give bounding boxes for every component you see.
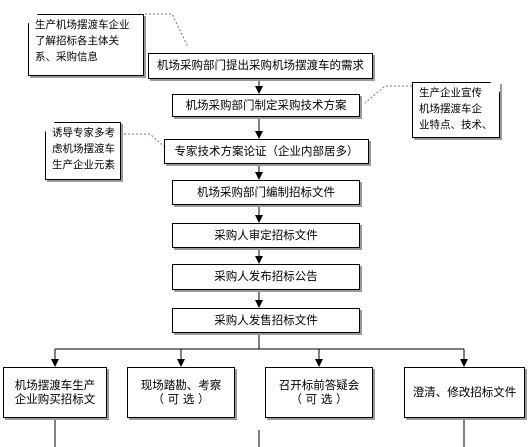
branch-line: 机场摆渡车生产 — [14, 377, 96, 392]
branch-line: （ 可 选 ） — [152, 391, 210, 406]
branch-buy-tender-docs: 机场摆渡车生产 企业购买招标文 — [3, 367, 107, 418]
note-line: 生产企业宣传 — [419, 87, 482, 99]
step-technical-plan: 机场采购部门制定采购技术方案 — [172, 94, 360, 117]
branch-line: （ 可 选 ） — [290, 391, 348, 406]
step-sell-tender-docs: 采购人发售招标文件 — [172, 308, 360, 333]
step-approve-tender-docs: 采购人审定招标文件 — [172, 223, 360, 248]
note-line: 诱导专家多考 — [52, 127, 115, 139]
note-line: 系、采购信息 — [35, 50, 98, 63]
step-publish-announcement: 采购人发布招标公告 — [172, 264, 360, 290]
note-line: 了解招标各主体关 — [35, 34, 119, 47]
note-line: 机场摆渡车企 — [419, 102, 482, 115]
note-left-top: 生产机场摆渡车企业 了解招标各主体关 系、采购信息 — [28, 14, 144, 76]
step-expert-review: 专家技术方案论证（企业内部居多） — [164, 139, 369, 164]
branch-line: 现场踏勘、考察 — [140, 377, 222, 392]
branch-line: 澄清、修改招标文件 — [412, 384, 517, 399]
branch-pre-bid-meeting: 召开标前答疑会 （ 可 选 ） — [265, 367, 373, 418]
note-line: 生产企业元素 — [52, 158, 115, 171]
note-right: 生产企业宣传 机场摆渡车企 业特点、技术、 — [412, 82, 500, 138]
note-leader-left-top — [145, 13, 189, 48]
note-line: 业特点、技术、 — [419, 118, 493, 131]
branch-line: 召开标前答疑会 — [278, 377, 360, 392]
note-line: 生产机场摆渡车企业 — [35, 19, 130, 31]
note-line: 虑机场摆渡车 — [52, 142, 115, 155]
note-left-mid: 诱导专家多考 虑机场摆渡车 生产企业元素 — [45, 122, 121, 180]
branch-site-visit: 现场踏勘、考察 （ 可 选 ） — [127, 367, 235, 418]
branch-clarify-modify: 澄清、修改招标文件 — [404, 367, 525, 418]
note-leader-left-mid — [120, 133, 169, 151]
note-leader-right — [364, 85, 412, 104]
step-draft-tender-docs: 机场采购部门编制招标文件 — [172, 180, 360, 205]
step-submit-requirement: 机场采购部门提出采购机场摆渡车的需求 — [148, 53, 373, 79]
branch-line: 企业购买招标文 — [14, 391, 96, 406]
